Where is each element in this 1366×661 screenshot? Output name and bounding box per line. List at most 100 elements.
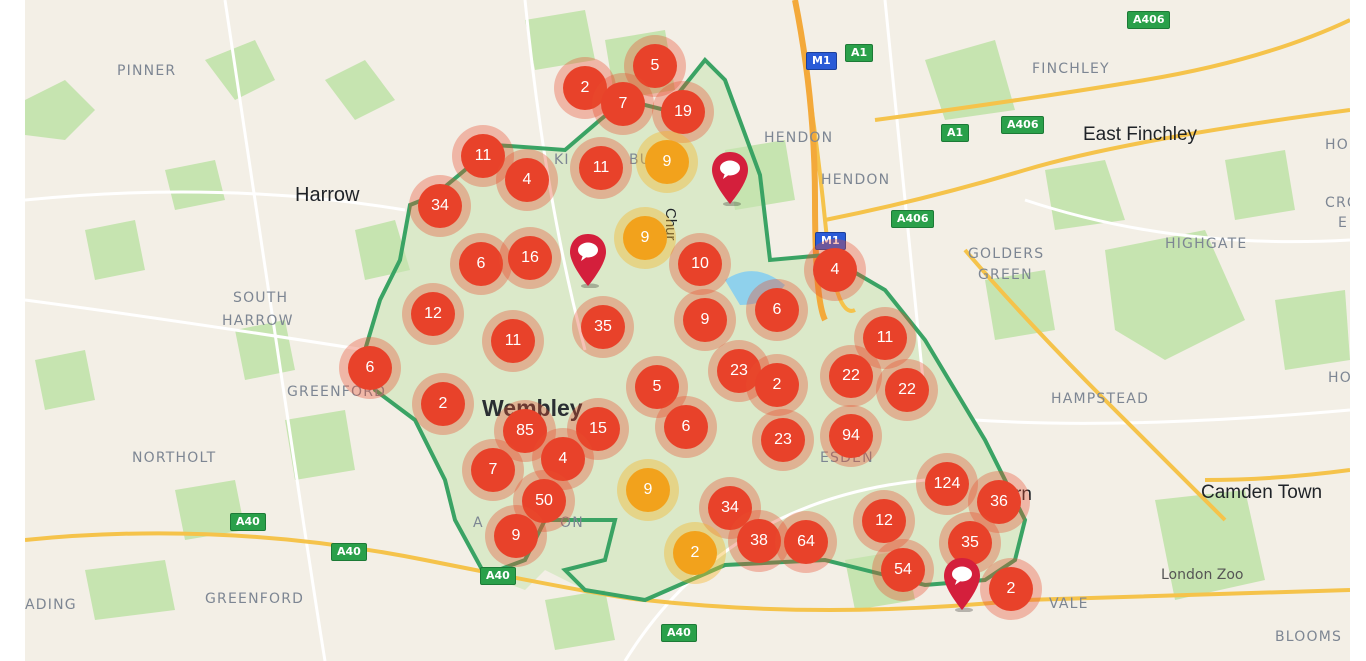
place-label-edge-ho1: HO: [1325, 137, 1349, 153]
cluster-count: 15: [576, 407, 620, 451]
place-label-maida-vale: VALE: [1049, 596, 1089, 612]
cluster-marker[interactable]: 50: [513, 470, 575, 532]
place-label-finchley: FINCHLEY: [1032, 61, 1110, 77]
cluster-count: 12: [862, 499, 906, 543]
cluster-marker[interactable]: 19: [652, 81, 714, 143]
cluster-marker[interactable]: 12: [853, 490, 915, 552]
cluster-marker[interactable]: 10: [669, 233, 731, 295]
cluster-marker[interactable]: 2: [664, 522, 726, 584]
place-label-camden: Camden Town: [1201, 482, 1323, 503]
cluster-marker[interactable]: 38: [728, 510, 790, 572]
cluster-count: 22: [885, 368, 929, 412]
road-shield-a406: A406: [1127, 11, 1171, 29]
cluster-count: 11: [579, 146, 623, 190]
cluster-count: 19: [661, 90, 705, 134]
cluster-marker[interactable]: 6: [339, 337, 401, 399]
cluster-count: 64: [784, 520, 828, 564]
cluster-marker[interactable]: 16: [499, 227, 561, 289]
place-label-kingsbury: KI: [554, 152, 570, 168]
cluster-count: 4: [505, 158, 549, 202]
cluster-count: 11: [461, 134, 505, 178]
map-pin-icon: [712, 152, 748, 207]
cluster-count: 6: [459, 242, 503, 286]
comment-pin[interactable]: [710, 150, 750, 207]
cluster-marker[interactable]: 4: [804, 239, 866, 301]
place-label-ading: ADING: [25, 597, 77, 613]
cluster-marker[interactable]: 124: [916, 453, 978, 515]
cluster-count: 50: [522, 479, 566, 523]
cluster-count: 9: [645, 140, 689, 184]
cluster-marker[interactable]: 2: [554, 57, 616, 119]
speech-bubble-icon: [952, 566, 972, 585]
cluster-marker[interactable]: 2: [980, 558, 1042, 620]
cluster-marker[interactable]: 12: [402, 283, 464, 345]
cluster-marker[interactable]: 11: [570, 137, 632, 199]
cluster-count: 12: [411, 292, 455, 336]
cluster-marker[interactable]: 6: [655, 396, 717, 458]
cluster-marker[interactable]: 35: [572, 296, 634, 358]
cluster-marker[interactable]: 9: [614, 207, 676, 269]
cluster-marker[interactable]: 6: [450, 233, 512, 295]
road-shield-a40: A40: [480, 567, 516, 585]
cluster-count: 22: [829, 354, 873, 398]
cluster-marker[interactable]: 7: [462, 439, 524, 501]
place-label-highgate: HIGHGATE: [1165, 236, 1248, 252]
road-shield-a40: A40: [661, 624, 697, 642]
comment-pin[interactable]: [568, 232, 608, 289]
cluster-marker[interactable]: 11: [482, 310, 544, 372]
cluster-marker[interactable]: 9: [617, 459, 679, 521]
place-label-greenford: GREENFORD: [205, 591, 305, 607]
cluster-marker[interactable]: 54: [872, 539, 934, 601]
cluster-count: 6: [664, 405, 708, 449]
cluster-marker[interactable]: 22: [876, 359, 938, 421]
place-label-northolt: NORTHOLT: [132, 450, 217, 466]
cluster-marker[interactable]: 64: [775, 511, 837, 573]
cluster-count: 9: [683, 298, 727, 342]
cluster-count: 5: [633, 44, 677, 88]
place-label-kingsbury-2: BU: [629, 152, 652, 168]
cluster-marker[interactable]: 9: [485, 505, 547, 567]
cluster-marker[interactable]: 23: [752, 409, 814, 471]
map-pin-icon: [570, 234, 606, 289]
comment-pin[interactable]: [942, 556, 982, 613]
cluster-count: 23: [761, 418, 805, 462]
place-label-alperton-end: ON: [560, 515, 584, 531]
cluster-marker[interactable]: 94: [820, 405, 882, 467]
cluster-count: 94: [829, 414, 873, 458]
cluster-marker[interactable]: 9: [636, 131, 698, 193]
cluster-marker[interactable]: 11: [452, 125, 514, 187]
place-label-edge-cro: CRO: [1325, 195, 1350, 211]
cluster-count: 124: [925, 462, 969, 506]
place-label-edge-e: E: [1338, 215, 1349, 231]
cluster-marker[interactable]: 34: [409, 175, 471, 237]
place-label-east-finchley: East Finchley: [1083, 124, 1198, 145]
place-label-golders-2: GREEN: [978, 267, 1033, 283]
cluster-count: 34: [418, 184, 462, 228]
speech-bubble-icon: [720, 160, 740, 179]
cluster-marker[interactable]: 2: [412, 373, 474, 435]
cluster-marker[interactable]: 6: [746, 279, 808, 341]
cluster-count: 7: [471, 448, 515, 492]
map-canvas[interactable]: PINNER Harrow SOUTH HARROW GREENFORD NOR…: [25, 0, 1350, 661]
cluster-count: 2: [421, 382, 465, 426]
cluster-count: 2: [673, 531, 717, 575]
cluster-count: 9: [623, 216, 667, 260]
cluster-count: 9: [494, 514, 538, 558]
cluster-count: 2: [989, 567, 1033, 611]
cluster-count: 11: [491, 319, 535, 363]
cluster-count: 2: [755, 363, 799, 407]
place-label-south-harrow-2: HARROW: [222, 313, 294, 329]
cluster-marker[interactable]: 4: [496, 149, 558, 211]
road-shield-a40: A40: [331, 543, 367, 561]
cluster-marker[interactable]: 7: [592, 73, 654, 135]
cluster-marker[interactable]: 22: [820, 345, 882, 407]
cluster-marker[interactable]: 85: [494, 400, 556, 462]
cluster-count: 10: [678, 242, 722, 286]
cluster-count: 35: [948, 521, 992, 565]
cluster-marker[interactable]: 9: [674, 289, 736, 351]
cluster-count: 36: [977, 480, 1021, 524]
cluster-count: 35: [581, 305, 625, 349]
place-label-harrow: Harrow: [295, 184, 360, 206]
cluster-marker[interactable]: 5: [624, 35, 686, 97]
cluster-marker[interactable]: 2: [746, 354, 808, 416]
